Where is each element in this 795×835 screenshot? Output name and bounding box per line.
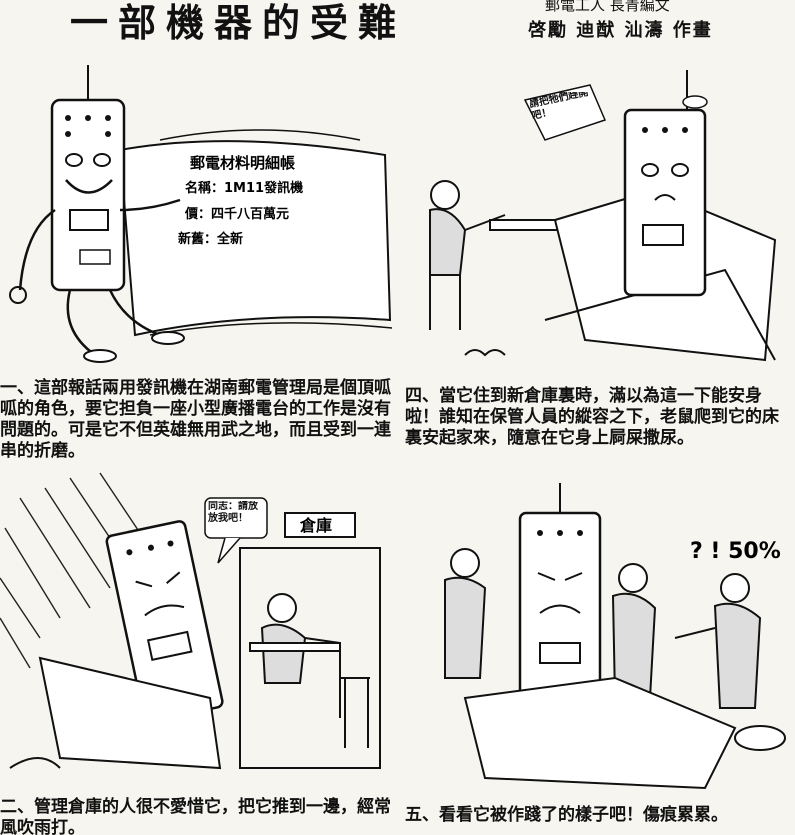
panel-5-caption: 五、看看它被作踐了的樣子吧！傷痕累累。 xyxy=(405,805,728,825)
svg-text:價：四千八百萬元: 價：四千八百萬元 xyxy=(184,206,289,222)
comic-panel-2: 同志：請放放我吧！ 倉庫 xyxy=(0,468,395,788)
panel-2-caption: 二、管理倉庫的人很不愛惜它，把它推到一邊，經常風吹雨打。 xyxy=(0,797,391,835)
machine-character xyxy=(623,108,707,297)
page-title: 一部機器的受難 xyxy=(70,0,407,45)
panel-4-illustration: 請把牠們趕開吧！ xyxy=(429,70,777,362)
panel-1-illustration: 郵電材料明細帳 名稱：1M11發訊機 價：四千八百萬元 新舊：全新 xyxy=(9,65,393,363)
comic-panel-5: ? ! 50% xyxy=(405,478,795,798)
credit-artists: 啓勵 迪猷 汕濤 作畫 xyxy=(528,20,713,41)
comic-panel-4: 請把牠們趕開吧！ xyxy=(405,60,795,370)
comic-panel-1: 郵電材料明細帳 名稱：1M11發訊機 價：四千八百萬元 新舊：全新 xyxy=(0,60,395,365)
svg-text:新舊：全新: 新舊：全新 xyxy=(178,231,243,247)
svg-text:郵電材料明細帳: 郵電材料明細帳 xyxy=(190,154,295,172)
machine-character xyxy=(50,98,126,292)
panel-4-caption: 四、當它住到新倉庫裏時，滿以為這一下能安身啦！誰知在保管人員的縱容之下，老鼠爬到… xyxy=(405,386,779,448)
panel-2-illustration: 同志：請放放我吧！ 倉庫 xyxy=(0,472,381,770)
book-ledger-text: 郵電材料明細帳 名稱：1M11發訊機 價：四千八百萬元 新舊：全新 xyxy=(178,154,303,247)
warehouse-sign: 倉庫 xyxy=(299,516,332,535)
panel-2-speech-bubble: 同志：請放放我吧！ xyxy=(208,501,258,524)
svg-text:名稱：1M11發訊機: 名稱：1M11發訊機 xyxy=(185,180,303,196)
panel-5-illustration: ? ! 50% xyxy=(444,483,786,790)
panel-5-exclamation: ? ! 50% xyxy=(690,539,781,564)
credit-author: 郵電工人 長青編文 xyxy=(545,0,670,14)
panel-1-caption: 一、這部報話兩用發訊機在湖南郵電管理局是個頂呱呱的角色，要它担負一座小型廣播電台… xyxy=(0,378,391,461)
panel-4-speech-bubble: 請把牠們趕開吧！ xyxy=(530,92,590,123)
